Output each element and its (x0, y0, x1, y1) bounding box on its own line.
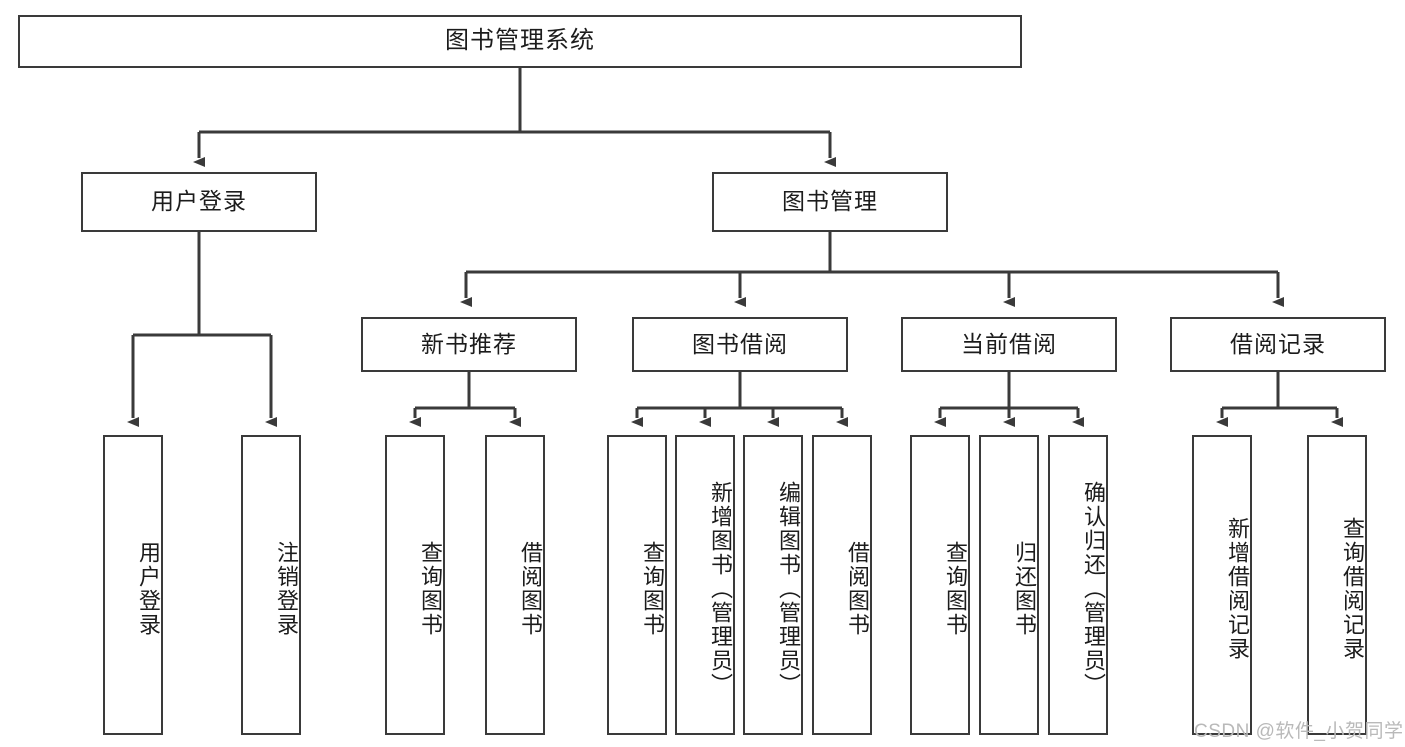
node-label: 图书借阅 (692, 330, 788, 357)
node-label: 编辑图书（管理员） (776, 481, 801, 697)
node-label: 当前借阅 (961, 330, 1057, 357)
leaf-book-borrow-borrow[interactable]: 借阅图书 (812, 435, 872, 735)
leaf-current-borrow-confirm[interactable]: 确认归还（管理员） (1048, 435, 1108, 735)
node-label: 新书推荐 (421, 330, 517, 357)
node-label: 借阅记录 (1230, 330, 1326, 357)
node-label: 查询图书 (418, 541, 443, 637)
leaf-current-borrow-return[interactable]: 归还图书 (979, 435, 1039, 735)
node-label: 查询图书 (640, 541, 665, 637)
leaf-book-borrow-query[interactable]: 查询图书 (607, 435, 667, 735)
leaf-borrow-record-query[interactable]: 查询借阅记录 (1307, 435, 1367, 735)
node-label: 借阅图书 (845, 541, 870, 637)
node-new-book-recommend[interactable]: 新书推荐 (361, 317, 577, 372)
node-label: 查询图书 (943, 541, 968, 637)
node-book-management[interactable]: 图书管理 (712, 172, 948, 232)
leaf-user-login-login[interactable]: 用户登录 (103, 435, 163, 735)
leaf-user-login-logout[interactable]: 注销登录 (241, 435, 301, 735)
node-borrow-record[interactable]: 借阅记录 (1170, 317, 1386, 372)
leaf-book-borrow-add[interactable]: 新增图书（管理员） (675, 435, 735, 735)
node-user-login[interactable]: 用户登录 (81, 172, 317, 232)
node-root-system[interactable]: 图书管理系统 (18, 15, 1022, 68)
leaf-borrow-record-add[interactable]: 新增借阅记录 (1192, 435, 1252, 735)
csdn-watermark: CSDN @软件_小贺同学 (1194, 721, 1404, 742)
node-current-borrow[interactable]: 当前借阅 (901, 317, 1117, 372)
node-label: 用户登录 (151, 188, 247, 215)
leaf-new-book-borrow[interactable]: 借阅图书 (485, 435, 545, 735)
node-label: 确认归还（管理员） (1081, 481, 1106, 697)
node-book-borrow[interactable]: 图书借阅 (632, 317, 848, 372)
node-label: 归还图书 (1012, 541, 1037, 637)
leaf-book-borrow-edit[interactable]: 编辑图书（管理员） (743, 435, 803, 735)
node-label: 图书管理系统 (445, 27, 595, 55)
node-label: 借阅图书 (518, 541, 543, 637)
node-label: 注销登录 (274, 541, 299, 637)
node-label: 新增图书（管理员） (708, 481, 733, 697)
leaf-new-book-query[interactable]: 查询图书 (385, 435, 445, 735)
node-label: 查询借阅记录 (1340, 517, 1365, 661)
node-label: 用户登录 (136, 541, 161, 637)
leaf-current-borrow-query[interactable]: 查询图书 (910, 435, 970, 735)
node-label: 图书管理 (782, 188, 878, 215)
node-label: 新增借阅记录 (1225, 517, 1250, 661)
